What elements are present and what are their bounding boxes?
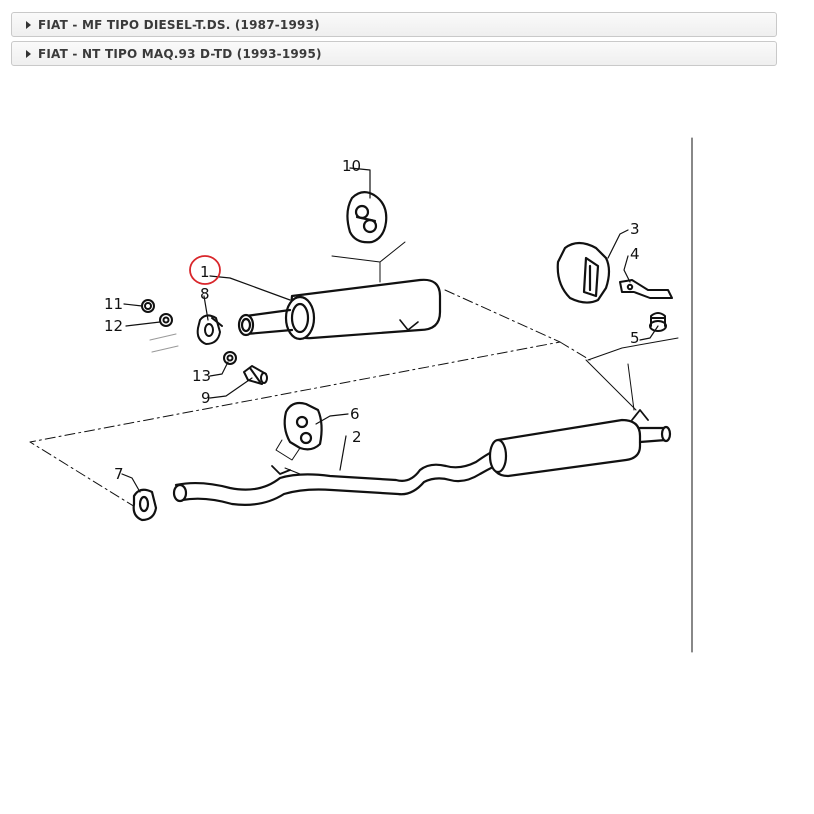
main-pipe-part[interactable] bbox=[172, 409, 672, 506]
highlight-circle bbox=[189, 255, 221, 285]
washer-part[interactable] bbox=[159, 313, 173, 327]
label-part-11[interactable]: 11 bbox=[104, 295, 123, 313]
accordion-label: FIAT - MF TIPO DIESEL-T.DS. (1987-1993) bbox=[38, 17, 320, 32]
clamp-lower-part[interactable] bbox=[132, 488, 158, 522]
assembly-guide-lines bbox=[29, 289, 591, 511]
accordion-nt-tipo-maq93[interactable]: FIAT - NT TIPO MAQ.93 D-TD (1993-1995) bbox=[11, 41, 777, 66]
label-part-5[interactable]: 5 bbox=[630, 329, 640, 347]
front-silencer-part[interactable] bbox=[237, 278, 442, 341]
label-part-3[interactable]: 3 bbox=[630, 220, 640, 238]
label-part-8[interactable]: 8 bbox=[200, 285, 210, 303]
accordion-label: FIAT - NT TIPO MAQ.93 D-TD (1993-1995) bbox=[38, 46, 322, 61]
caret-right-icon bbox=[26, 20, 31, 29]
leader-lines bbox=[121, 167, 679, 493]
stud-sketch bbox=[149, 333, 179, 353]
rubber-block-part[interactable] bbox=[556, 241, 611, 304]
nut-part[interactable] bbox=[141, 299, 155, 313]
label-part-9[interactable]: 9 bbox=[201, 389, 211, 407]
label-part-1[interactable]: 1 bbox=[200, 263, 210, 281]
clamp-part[interactable] bbox=[196, 314, 223, 345]
bracket-part[interactable] bbox=[619, 279, 673, 299]
washer-small-part[interactable] bbox=[223, 351, 237, 365]
label-part-10[interactable]: 10 bbox=[342, 157, 361, 175]
caret-right-icon bbox=[26, 49, 31, 58]
accordion-mf-tipo-diesel[interactable]: FIAT - MF TIPO DIESEL-T.DS. (1987-1993) bbox=[11, 12, 777, 37]
label-part-2[interactable]: 2 bbox=[352, 428, 362, 446]
rubber-hanger-top-part[interactable] bbox=[346, 191, 388, 244]
label-part-7[interactable]: 7 bbox=[114, 465, 124, 483]
label-part-4[interactable]: 4 bbox=[630, 245, 640, 263]
bolt-part[interactable] bbox=[649, 312, 667, 332]
rubber-hanger-part[interactable] bbox=[283, 401, 323, 451]
label-part-6[interactable]: 6 bbox=[350, 405, 360, 423]
label-part-12[interactable]: 12 bbox=[104, 317, 123, 335]
label-part-13[interactable]: 13 bbox=[192, 367, 211, 385]
